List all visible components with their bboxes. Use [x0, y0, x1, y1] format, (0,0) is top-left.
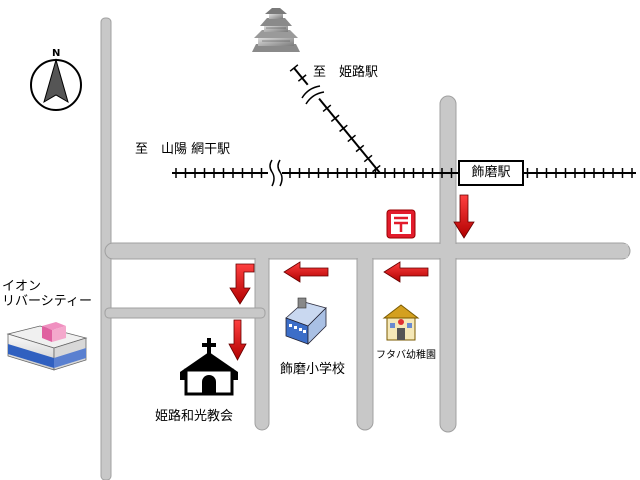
label-to-sanyo-aboshi-station: 至 山陽 網干駅 — [135, 142, 231, 157]
arrow-left-upper-middle — [283, 261, 329, 283]
shikama-station: 飾磨駅 — [458, 160, 524, 186]
rail-break-mark-diagonal — [301, 83, 325, 105]
label-elementary-school: 飾磨小学校 — [280, 362, 346, 377]
label-to-himeji-station: 至 姫路駅 — [313, 65, 379, 80]
church-icon — [180, 338, 238, 396]
label-aeon-line2: リバーシティー — [2, 294, 92, 309]
compass-label: N — [52, 48, 60, 59]
road-church-vertical — [254, 251, 270, 431]
compass-icon — [30, 58, 82, 111]
arrow-down-from-station — [453, 194, 475, 239]
kindergarten-icon — [382, 304, 420, 341]
shopping-mall-icon — [6, 322, 88, 371]
railway-sanyo — [172, 168, 636, 178]
label-kindergarten: フタバ幼稚園 — [376, 350, 436, 361]
railway-to-himeji — [289, 64, 381, 174]
arrow-down-to-church — [228, 319, 247, 361]
post-office-icon — [386, 209, 416, 239]
road-middle-vertical — [356, 251, 374, 431]
arrow-turn-down — [229, 263, 255, 305]
rail-break-mark — [268, 159, 283, 187]
road-east-vertical — [439, 95, 457, 433]
road-lower-horizontal — [104, 307, 266, 319]
himeji-castle-icon — [252, 8, 300, 52]
arrow-left-upper-right — [383, 261, 429, 283]
label-aeon-line1: イオン — [2, 279, 42, 294]
label-church: 姫路和光教会 — [155, 409, 234, 424]
school-building-icon — [285, 297, 327, 345]
